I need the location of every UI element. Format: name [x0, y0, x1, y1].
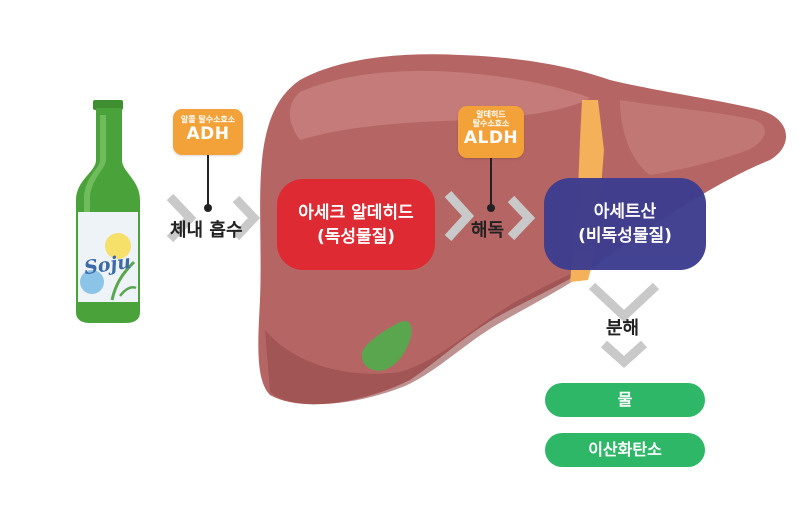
aldh-enzyme-name: ALDH — [463, 128, 519, 148]
acetaldehyde-box: 아세크 알데히드 (독성물질) — [277, 179, 435, 270]
label-blue-dot — [80, 270, 104, 294]
chevron-right-icon — [232, 195, 261, 241]
liver-highlight — [289, 70, 590, 140]
chevron-right-icon — [166, 193, 197, 243]
acetic-acid-box: 아세트산 (비독성물질) — [544, 178, 706, 270]
aldh-enzyme-subtitle-1: 알데히드 — [476, 110, 506, 119]
label-yellow-dot — [105, 233, 131, 259]
product-carbon-dioxide: 이산화탄소 — [545, 433, 705, 467]
decompose-step-label: 분해 — [606, 318, 640, 339]
chevron-right-icon — [507, 195, 536, 241]
liver-right-lobe-highlight — [620, 100, 765, 175]
adh-enzyme-name: ADH — [186, 124, 230, 144]
chevron-right-icon — [444, 190, 475, 242]
liver-shadow — [265, 255, 610, 405]
chevron-down-icon — [588, 282, 660, 323]
aldh-enzyme-subtitle-2: 탈수소효소 — [472, 119, 510, 128]
acetaldehyde-note: (독성물질) — [316, 226, 396, 247]
adh-connector-dot — [204, 204, 212, 212]
adh-enzyme-subtitle: 알콜 탈수소효소 — [180, 115, 236, 124]
product-water: 물 — [545, 383, 705, 417]
detox-step-label: 해독 — [471, 220, 505, 241]
aldh-connector-dot — [487, 204, 495, 212]
label-bamboo-leaf-2 — [119, 286, 137, 297]
acetic-acid-note: (비독성물질) — [578, 226, 672, 246]
chevron-group-detox — [444, 190, 536, 242]
chevron-group-decompose — [588, 282, 660, 369]
chevron-group-absorb — [166, 193, 261, 243]
absorb-step-label: 체내 흡수 — [170, 220, 243, 241]
acetaldehyde-name: 아세크 알데히드 — [298, 202, 414, 223]
gallbladder — [361, 320, 412, 371]
soju-bottle — [76, 100, 140, 323]
label-bamboo-leaf — [110, 260, 136, 301]
chevron-down-icon — [600, 340, 648, 369]
acetic-acid-name: 아세트산 — [593, 202, 657, 222]
aldh-enzyme-badge: 알데히드 탈수소효소 ALDH — [458, 106, 524, 158]
bottle-cap — [93, 100, 123, 110]
adh-enzyme-badge: 알콜 탈수소효소 ADH — [173, 109, 243, 155]
